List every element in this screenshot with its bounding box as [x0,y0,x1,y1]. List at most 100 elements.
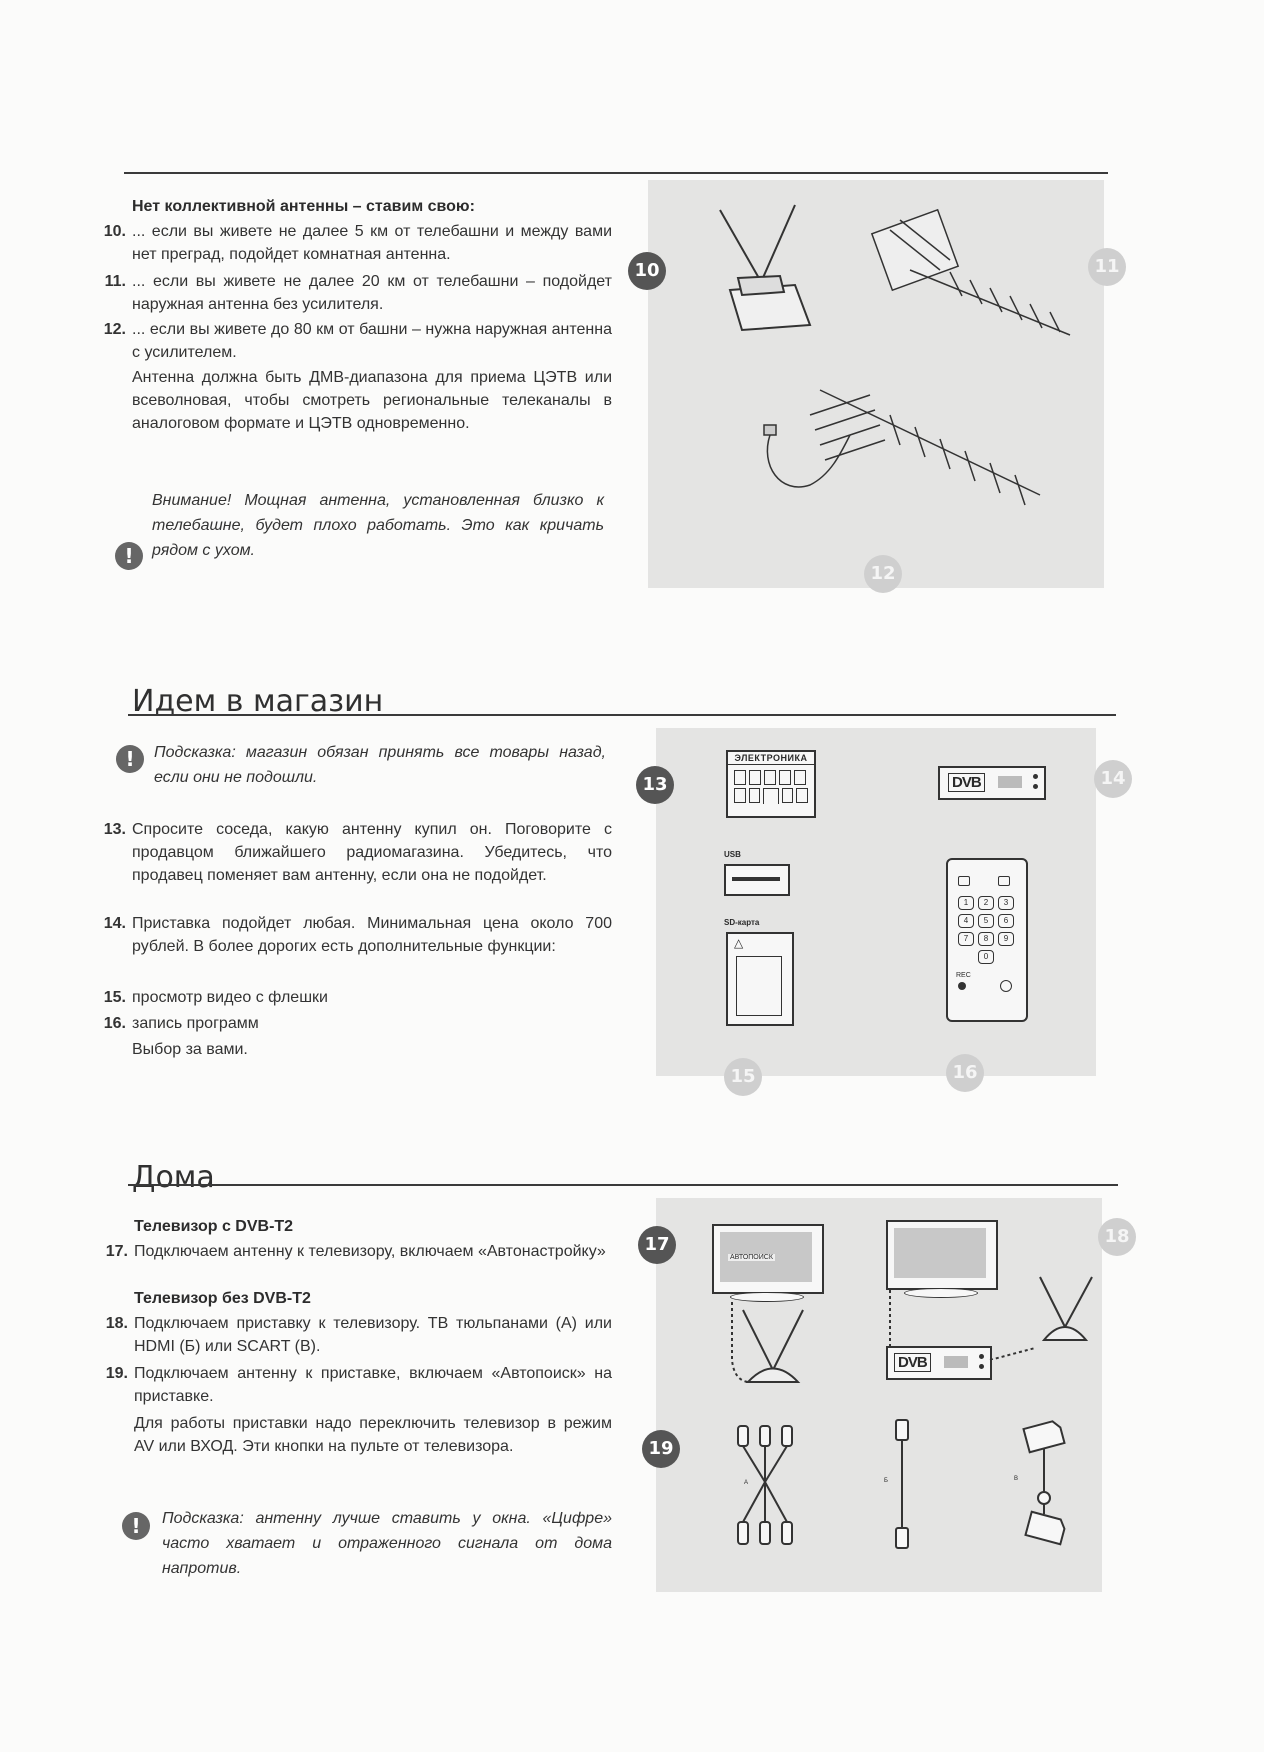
tv-stand [904,1288,978,1298]
sd-inner-frame [736,956,782,1016]
set-top-box-illustration: DVB [886,1346,992,1380]
indoor-antenna-illustration [719,204,812,332]
outdoor-antenna-with-amp-illustration [763,389,1041,506]
section1-illustration-panel [648,180,1104,588]
list-item-11: 11. ... если вы живете не далее 20 км от… [105,270,612,316]
item-text: ... если вы живете не далее 20 км от тел… [132,273,612,313]
cable-label-b: Б [884,1478,888,1484]
remote-key-8: 8 [978,932,994,946]
remote-key-6: 6 [998,914,1014,928]
section1-top-rule [124,172,1108,174]
item-text: просмотр видео с флешки [132,989,328,1006]
exclamation-icon: ! [115,542,143,570]
section1-warning: Внимание! Мощная антенна, установленная … [152,492,604,559]
store-sign: ЭЛЕКТРОНИКА [728,752,814,765]
tv-screen [894,1228,986,1278]
figure-badge-12: 12 [864,555,902,593]
remote-key-0: 0 [978,950,994,964]
tv-illustration: АВТОПОИСК [712,1224,824,1294]
item-text: ... если вы живете до 80 км от башни – н… [132,321,612,361]
item-text: Подключаем антенну к приставке, включаем… [134,1365,612,1405]
remote-key-7: 7 [958,932,974,946]
usb-label: USB [724,850,741,859]
sd-card-label: SD-карта [724,918,760,927]
section3-title: Дома [132,1160,215,1195]
cable-label-a: А [744,1480,749,1486]
section1-subhead: Нет коллективной антенны – ставим свою: [132,198,475,215]
remote-rec-label: REC [956,972,971,979]
tv-screen-text: АВТОПОИСК [728,1254,775,1261]
item-number: 19. [105,1365,128,1382]
dvb-logo: DVB [948,773,985,792]
item-number: 18. [105,1315,128,1332]
item-text: Подключаем антенну к телевизору, включае… [134,1243,606,1260]
list-item-15: 15. просмотр видео с флешки [104,986,612,1009]
figure-badge-19: 19 [642,1430,680,1468]
indoor-antenna-icon [1039,1276,1093,1341]
item-text: ... если вы живете не далее 5 км от теле… [132,223,612,263]
item-text: Приставка подойдет любая. Минимальная це… [132,915,612,955]
indoor-antenna-icon [731,1302,804,1383]
item-text: Подключаем приставку к телевизору. ТВ тю… [134,1315,612,1355]
usb-port-illustration [724,864,790,896]
item-number: 11. [104,273,126,290]
list-item-14: 14. Приставка подойдет любая. Минимальна… [104,912,612,958]
box-led [1033,774,1038,779]
figure-badge-17: 17 [638,1226,676,1264]
section3-paragraph: Для работы приставки надо переключить те… [134,1415,612,1455]
section2-hint: Подсказка: магазин обязан принять все то… [154,744,606,786]
sd-triangle-icon: △ [734,936,744,950]
figure-badge-16: 16 [946,1054,984,1092]
box-display [944,1356,968,1368]
remote-key-1: 1 [958,896,974,910]
section2-rule [128,714,1116,716]
sd-card-illustration: △ [726,932,794,1026]
exclamation-icon: ! [122,1512,150,1540]
item-text: Спросите соседа, какую антенну купил он.… [132,821,612,884]
section3-subhead1: Телевизор с DVB-T2 [134,1218,294,1235]
list-item-12: 12. ... если вы живете до 80 км от башни… [104,318,612,364]
scart-cable-icon [1022,1420,1066,1546]
item-text: запись программ [132,1015,259,1032]
cable-connection-lines [889,1290,1036,1360]
item-number: 15. [103,989,126,1006]
section3-subhead2: Телевизор без DVB-T2 [134,1290,311,1307]
box-led [979,1364,984,1369]
box-led [979,1354,984,1359]
cable-label-c: В [1014,1476,1019,1482]
remote-key-9: 9 [998,932,1014,946]
tv-illustration [886,1220,998,1290]
item-number: 13. [103,821,126,838]
rca-tulip-cable-icon [737,1425,793,1545]
list-item-10: 10. ... если вы живете не далее 5 км от … [104,220,612,266]
remote-key-4: 4 [958,914,974,928]
exclamation-icon: ! [116,745,144,773]
figure-badge-15: 15 [724,1058,762,1096]
item-number: 14. [103,915,126,932]
dvb-logo: DVB [894,1353,931,1372]
box-display [998,776,1022,788]
item-number: 12. [103,321,126,338]
figure-badge-14: 14 [1094,760,1132,798]
item-number: 10. [103,223,126,240]
figure-badge-13: 13 [636,766,674,804]
outdoor-antenna-no-amp-illustration [870,208,1071,336]
item-number: 16. [103,1015,126,1032]
box-led [1033,784,1038,789]
section2-closing: Выбор за вами. [132,1041,248,1058]
section3-rule [128,1184,1118,1186]
list-item-13: 13. Спросите соседа, какую антенну купил… [104,818,612,887]
figure-badge-11: 11 [1088,248,1126,286]
remote-power-button [1000,980,1012,992]
section2-title: Идем в магазин [132,684,384,719]
store-illustration: ЭЛЕКТРОНИКА [726,750,816,818]
tv-stand [730,1292,804,1302]
hdmi-cable-icon [895,1419,909,1549]
section1-paragraph: Антенна должна быть ДМВ-диапазона для пр… [132,369,612,432]
list-item-19: 19. Подключаем антенну к приставке, вклю… [106,1362,612,1408]
figure-badge-18: 18 [1098,1218,1136,1256]
figure-badge-10: 10 [628,252,666,290]
item-number: 17. [105,1243,128,1260]
remote-key-5: 5 [978,914,994,928]
remote-rec-button [958,982,966,990]
